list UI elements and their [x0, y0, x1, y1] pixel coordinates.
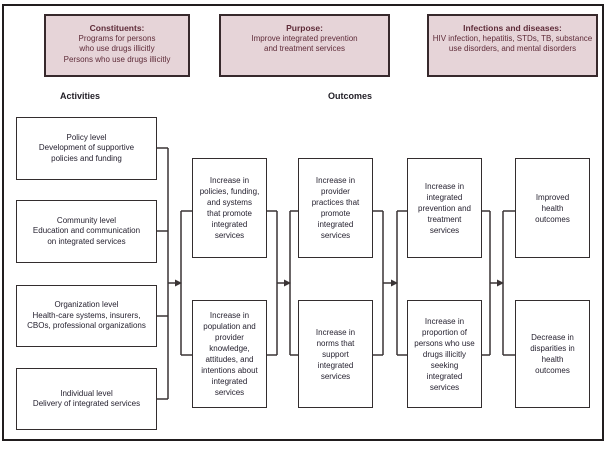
outcome-policies-systems-text: Increase in policies, funding, and syste…: [199, 176, 260, 240]
activity-individual-text: Individual level Delivery of integrated …: [32, 388, 141, 409]
activity-policy-text: Policy level Development of supportive p…: [38, 132, 135, 163]
outcome-provider-practices-text: Increase in provider practices that prom…: [311, 176, 360, 240]
constituents-title: Constituents:: [89, 23, 145, 33]
activity-community-text: Community level Education and communicat…: [32, 215, 141, 246]
outcome-integrated-services-text: Increase in integrated prevention and tr…: [418, 181, 471, 235]
outcome-decreased-disparities-text: Decrease in disparities in health outcom…: [530, 333, 575, 375]
activity-box-policy-level: Policy level Development of supportive p…: [16, 117, 157, 180]
activity-organization-text: Organization level Health-care systems, …: [27, 300, 146, 331]
outcome-box-decreased-disparities: Decrease in disparities in health outcom…: [515, 300, 590, 408]
activities-header: Activities: [60, 91, 101, 101]
purpose-box: Purpose: Improve integrated prevention a…: [219, 14, 390, 77]
outcome-box-improved-health: Improved health outcomes: [515, 158, 590, 258]
activity-box-individual-level: Individual level Delivery of integrated …: [16, 368, 157, 430]
outcomes-header: Outcomes: [328, 91, 373, 101]
outcome-knowledge-attitudes-text: Increase in population and provider know…: [201, 311, 258, 397]
outcome-box-norms: Increase in norms that support integrate…: [298, 300, 373, 408]
outcome-box-policies-systems: Increase in policies, funding, and syste…: [192, 158, 267, 258]
activity-box-community-level: Community level Education and communicat…: [16, 200, 157, 263]
infections-diseases-body: HIV infection, hepatitis, STDs, TB, subs…: [432, 33, 593, 54]
outcome-box-provider-practices: Increase in provider practices that prom…: [298, 158, 373, 258]
purpose-body: Improve integrated prevention and treatm…: [251, 33, 358, 54]
constituents-body: Programs for persons who use drugs illic…: [63, 33, 171, 64]
purpose-title: Purpose:: [286, 23, 323, 33]
activity-box-organization-level: Organization level Health-care systems, …: [16, 285, 157, 347]
outcome-improved-health-text: Improved health outcomes: [535, 192, 570, 224]
outcome-box-seeking-services: Increase in proportion of persons who us…: [407, 300, 482, 408]
infections-diseases-box: Infections and diseases: HIV infection, …: [427, 14, 598, 77]
outcome-seeking-services-text: Increase in proportion of persons who us…: [414, 316, 475, 392]
outcome-norms-text: Increase in norms that support integrate…: [315, 327, 356, 381]
constituents-box: Constituents: Programs for persons who u…: [44, 14, 190, 77]
outcome-box-knowledge-attitudes: Increase in population and provider know…: [192, 300, 267, 408]
outcome-box-integrated-services: Increase in integrated prevention and tr…: [407, 158, 482, 258]
infections-diseases-title: Infections and diseases:: [463, 23, 562, 33]
